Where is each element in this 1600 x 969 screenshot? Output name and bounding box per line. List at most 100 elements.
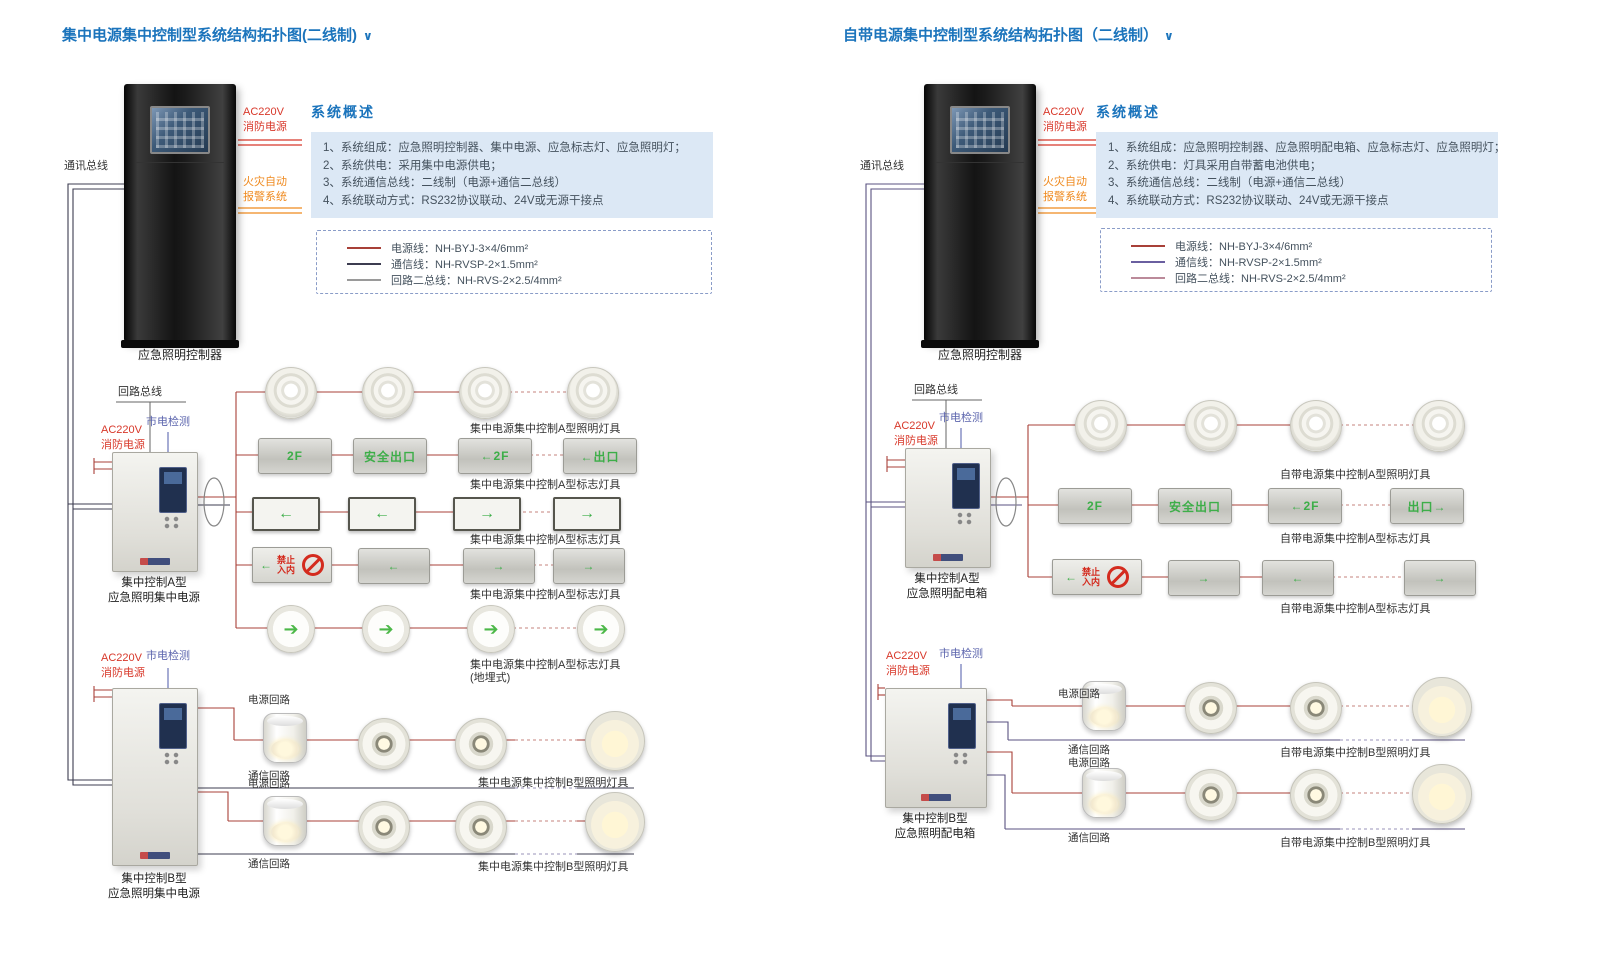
legend-label: 通信线：NH-RVSP-2×1.5mm²	[1175, 257, 1322, 269]
comm-bus-label: 通讯总线	[64, 160, 108, 172]
hanging-exit-sign: →	[553, 497, 621, 531]
comm-bus-label: 通讯总线	[860, 160, 904, 172]
exit-man-icon: ←	[1065, 570, 1077, 584]
exit-sign: ←	[1262, 560, 1334, 596]
row-label: 自带电源集中控制A型照明灯具	[1280, 469, 1431, 481]
exit-sign: ←2F	[1268, 488, 1342, 524]
ground-light: ➔	[362, 605, 410, 653]
exit-sign: 出口→	[1390, 488, 1464, 524]
box-a-name-line2: 应急照明集中电源	[108, 592, 200, 604]
mains-check-label: 市电检测	[146, 416, 190, 428]
legend-label: 回路二总线：NH-RVS-2×2.5/4mm²	[391, 275, 562, 287]
exit-sign-text: 出口→	[1407, 499, 1447, 514]
legend-row: 回路二总线：NH-RVS-2×2.5/4mm²	[347, 272, 711, 288]
legend-box: 电源线：NH-BYJ-3×4/6mm² 通信线：NH-RVSP-2×1.5mm²…	[1100, 228, 1492, 292]
row-label: 自带电源集中控制B型照明灯具	[1280, 837, 1431, 849]
ground-light: ➔	[577, 605, 625, 653]
ground-light: ➔	[267, 605, 315, 653]
overview-box: 1、系统组成：应急照明控制器、集中电源、应急标志灯、应急照明灯； 2、系统供电：…	[311, 132, 713, 218]
chevron-down-icon[interactable]: ∨	[363, 29, 373, 43]
cabinet-screen	[950, 106, 1010, 154]
chevron-down-icon[interactable]: ∨	[1164, 29, 1174, 43]
ac220v-label: AC220V	[101, 652, 142, 664]
power-line-sample	[1131, 245, 1165, 247]
no-entry-sign: ← 禁止入内	[252, 547, 332, 583]
overview-item: 3、系统通信总线：二线制（电源+通信二总线）	[1108, 177, 1352, 189]
comm-circuit-label: 通信回路	[1068, 744, 1110, 756]
exit-sign-text: 安全出口	[363, 449, 416, 464]
exit-sign: →	[1168, 560, 1240, 596]
box-b-name: 集中控制B型 应急照明集中电源	[104, 872, 204, 902]
arrow-icon: ←	[387, 559, 401, 573]
ac220v-label: AC220V	[101, 424, 142, 436]
ac220v-label: AC220V	[894, 420, 935, 432]
exit-sign: →	[553, 548, 625, 584]
downlight-a	[265, 367, 317, 419]
arrow-icon: ➔	[378, 618, 394, 639]
exit-sign-text: 安全出口	[1168, 499, 1221, 514]
power-circuit-label: 电源回路	[1058, 688, 1100, 700]
row-label: 集中电源集中控制B型照明灯具	[478, 777, 629, 789]
left-fire-alarm-wires	[238, 207, 302, 214]
mains-check-label: 市电检测	[939, 412, 983, 424]
mains-check-label: 市电检测	[939, 648, 983, 660]
box-display	[159, 703, 187, 749]
overview-item: 1、系统组成：应急照明控制器、集中电源、应急标志灯、应急照明灯；	[323, 142, 686, 154]
exit-sign: ←出口	[563, 438, 637, 474]
recessed-downlight-b	[358, 801, 410, 853]
arrow-icon: →	[492, 559, 506, 573]
arrow-icon: ←	[278, 505, 294, 522]
exit-sign: 安全出口	[353, 438, 427, 474]
power-box-a-left	[112, 452, 198, 572]
arrow-icon: →	[582, 559, 596, 573]
surface-downlight-b	[1412, 677, 1472, 737]
recessed-downlight-b	[1290, 682, 1342, 734]
overview-heading: 系统概述	[311, 104, 375, 120]
hanging-exit-sign: ←	[252, 497, 320, 531]
cabinet-base	[121, 340, 239, 348]
loop-bus-label: 回路总线	[118, 386, 162, 398]
controller-cabinet-left	[121, 84, 239, 348]
legend-row: 回路二总线：NH-RVS-2×2.5/4mm²	[1131, 270, 1491, 286]
ac220v-label: AC220V	[886, 650, 927, 662]
right-cabinet-power-wires	[1038, 139, 1102, 146]
no-entry-text: 禁止入内	[277, 555, 296, 575]
legend-label: 电源线：NH-BYJ-3×4/6mm²	[391, 243, 529, 255]
arrow-icon: ←	[374, 505, 390, 522]
fire-power-label: 消防电源	[1043, 121, 1087, 133]
row-label: 集中电源集中控制A型照明灯具	[470, 423, 621, 435]
prohibition-icon	[302, 554, 324, 576]
hanging-exit-sign: →	[453, 497, 521, 531]
overview-item: 4、系统联动方式：RS232协议联动、24V或无源干接点	[1108, 194, 1389, 207]
recessed-downlight-b	[455, 718, 507, 770]
downlight-a	[1075, 400, 1127, 452]
surface-downlight-b	[1412, 764, 1472, 824]
exit-sign: →	[1404, 560, 1476, 596]
downlight-a	[459, 367, 511, 419]
box-a-name: 集中控制A型 应急照明集中电源	[104, 576, 204, 606]
overview-box: 1、系统组成：应急照明控制器、应急照明配电箱、应急标志灯、应急照明灯； 2、系统…	[1096, 132, 1505, 218]
arrow-icon: ←	[1291, 571, 1305, 585]
box-b-name-line2: 应急照明集中电源	[108, 888, 200, 900]
surface-downlight-b	[585, 711, 645, 771]
row-label: 自带电源集中控制B型照明灯具	[1280, 747, 1431, 759]
row-label: 集中电源集中控制A型标志灯具	[470, 659, 621, 671]
box-b-name-line2: 应急照明配电箱	[894, 828, 976, 840]
fire-alarm-label-1: 火灾自动	[243, 176, 287, 188]
exit-sign: 2F	[1058, 488, 1132, 524]
recessed-downlight-b	[1290, 769, 1342, 821]
hanging-exit-sign: ←	[348, 497, 416, 531]
power-box-a-right	[905, 448, 991, 568]
exit-sign-text: ←2F	[480, 449, 510, 463]
downlight-a	[1413, 400, 1465, 452]
ground-light: ➔	[467, 605, 515, 653]
box-a-name: 集中控制A型 应急照明配电箱	[897, 572, 997, 602]
exit-man-icon: ←	[260, 558, 272, 572]
overview-item: 2、系统供电：灯具采用自带蓄电池供电；	[1108, 159, 1322, 172]
row-label: 集中电源集中控制A型标志灯具	[470, 479, 621, 491]
brand-logo	[921, 794, 951, 801]
row-label: 集中电源集中控制A型标志灯具	[470, 534, 621, 546]
legend-row: 通信线：NH-RVSP-2×1.5mm²	[347, 256, 711, 272]
legend-label: 通信线：NH-RVSP-2×1.5mm²	[391, 259, 538, 271]
overview-item: 2、系统供电：采用集中电源供电；	[323, 159, 502, 172]
